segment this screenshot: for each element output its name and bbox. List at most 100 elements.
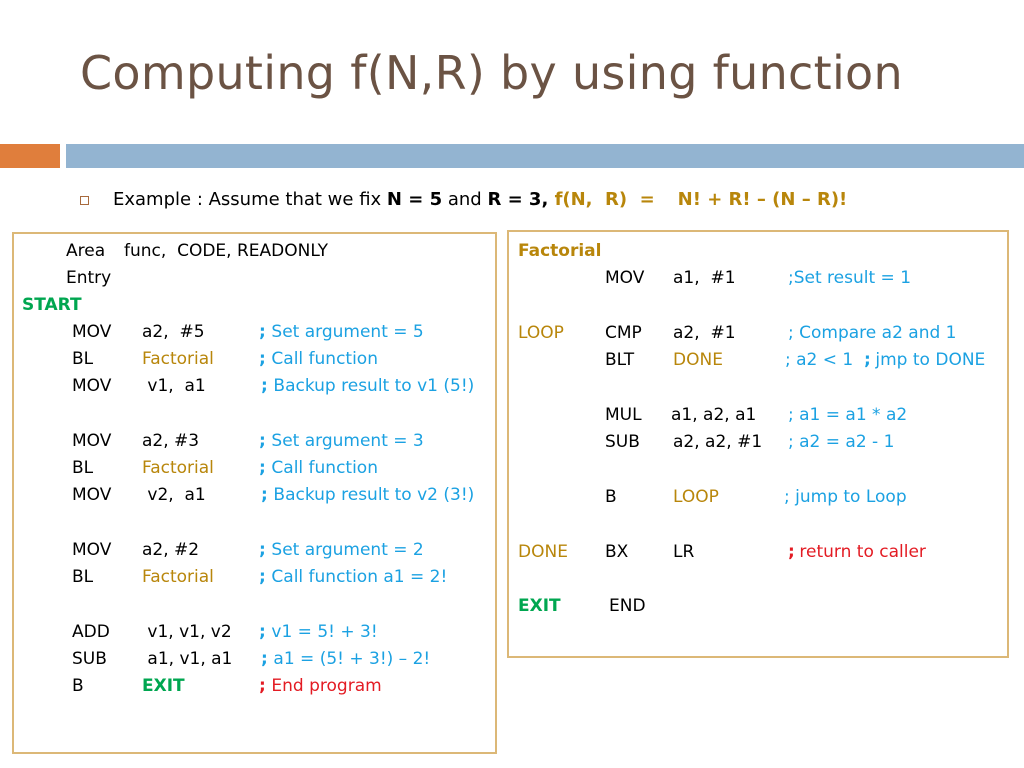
code-line: DONE BX LR ; return to caller bbox=[509, 542, 1007, 569]
opcode: BL bbox=[72, 567, 94, 587]
code-line: SUB a2, a2, #1 ; a2 = a2 - 1 bbox=[509, 432, 1007, 459]
comment: Set argument = 5 bbox=[266, 322, 424, 342]
opcode: MOV bbox=[72, 322, 112, 342]
comment-semicolon: ; bbox=[259, 567, 266, 587]
comment-semicolon: ; bbox=[259, 322, 266, 342]
bullet-example: Example : Assume that we fix N = 5 and R… bbox=[80, 189, 847, 210]
code-line: MOV a1, #1 ;Set result = 1 bbox=[509, 268, 1007, 295]
slide-title: Computing f(N,R) by using function bbox=[80, 46, 903, 100]
opcode: MOV bbox=[72, 485, 112, 505]
comment: ; a2 = a2 - 1 bbox=[788, 432, 895, 452]
area-keyword: Area bbox=[66, 241, 106, 261]
bullet-formula-lhs: f(N, R) = bbox=[554, 189, 655, 210]
opcode: MOV bbox=[72, 376, 112, 396]
comment: return to caller bbox=[794, 542, 926, 562]
bullet-gap bbox=[655, 189, 678, 210]
operands: v2, a1 bbox=[142, 485, 206, 505]
opcode: ADD bbox=[72, 622, 110, 642]
comment-semicolon: ; bbox=[864, 350, 871, 370]
start-label: START bbox=[22, 295, 82, 315]
opcode: MOV bbox=[605, 268, 645, 288]
comment: Set argument = 3 bbox=[266, 431, 424, 451]
comment-semicolon: ; bbox=[259, 676, 266, 696]
operands: a1, v1, a1 bbox=[142, 649, 233, 669]
operands: v1, v1, v2 bbox=[142, 622, 232, 642]
exit-label: EXIT bbox=[518, 596, 561, 616]
area-args: func, CODE, READONLY bbox=[124, 241, 328, 261]
comment: End program bbox=[266, 676, 382, 696]
comment-semicolon: ; bbox=[259, 458, 266, 478]
bullet-n-value: N = 5 bbox=[386, 189, 443, 210]
done-label: DONE bbox=[518, 542, 568, 562]
comment: ; Compare a2 and 1 bbox=[788, 323, 957, 343]
entry-keyword: Entry bbox=[66, 268, 112, 288]
operands: a1, a2, a1 bbox=[671, 405, 757, 425]
code-line: MOV a2, #2 ; Set argument = 2 bbox=[14, 540, 495, 567]
operands: a2, #1 bbox=[673, 323, 736, 343]
comment: Backup result to v1 (5!) bbox=[268, 376, 475, 396]
code-line: BL Factorial ; Call function bbox=[14, 349, 495, 376]
code-line-factorial-label: Factorial bbox=[509, 241, 1007, 268]
operands: EXIT bbox=[142, 676, 185, 696]
main-code-box: Area func, CODE, READONLY Entry START MO… bbox=[12, 232, 497, 754]
factorial-label: Factorial bbox=[518, 241, 602, 261]
bullet-r-value: R = 3 bbox=[487, 189, 542, 210]
comment-semicolon: ; bbox=[259, 431, 266, 451]
opcode: MOV bbox=[72, 431, 112, 451]
bullet-prefix: Example : Assume that we fix bbox=[113, 189, 387, 210]
comment: v1 = 5! + 3! bbox=[266, 622, 378, 642]
code-line-entry: Entry bbox=[14, 268, 495, 295]
bullet-comma: , bbox=[541, 189, 555, 210]
operands: DONE bbox=[673, 350, 723, 370]
code-line: MOV v2, a1 ; Backup result to v2 (3!) bbox=[14, 485, 495, 512]
opcode: SUB bbox=[72, 649, 107, 669]
code-line: B LOOP ; jump to Loop bbox=[509, 487, 1007, 514]
opcode: MUL bbox=[605, 405, 642, 425]
operands: Factorial bbox=[142, 349, 214, 369]
opcode: B bbox=[605, 487, 617, 507]
comment-semicolon: ; bbox=[261, 485, 268, 505]
opcode: SUB bbox=[605, 432, 640, 452]
operands: a1, #1 bbox=[673, 268, 736, 288]
code-line: MOV a2, #3 ; Set argument = 3 bbox=[14, 431, 495, 458]
factorial-code-box: Factorial MOV a1, #1 ;Set result = 1 LOO… bbox=[507, 230, 1009, 658]
code-line-area: Area func, CODE, READONLY bbox=[14, 241, 495, 268]
operands: a2, #2 bbox=[142, 540, 200, 560]
opcode: BLT bbox=[605, 350, 635, 370]
code-line: ADD v1, v1, v2 ; v1 = 5! + 3! bbox=[14, 622, 495, 649]
operands: LOOP bbox=[673, 487, 719, 507]
code-line: LOOP CMP a2, #1 ; Compare a2 and 1 bbox=[509, 323, 1007, 350]
accent-bar-blue bbox=[66, 144, 1024, 168]
code-line: MOV v1, a1 ; Backup result to v1 (5!) bbox=[14, 376, 495, 403]
operands: a2, a2, #1 bbox=[673, 432, 763, 452]
code-line: BLT DONE ; a2 < 1; jmp to DONE bbox=[509, 350, 1007, 377]
comment: ;Set result = 1 bbox=[788, 268, 912, 288]
code-line: BL Factorial ; Call function a1 = 2! bbox=[14, 567, 495, 594]
bullet-and: and bbox=[442, 189, 488, 210]
bullet-square-icon bbox=[80, 196, 89, 205]
code-line: BL Factorial ; Call function bbox=[14, 458, 495, 485]
comment-semicolon: ; bbox=[261, 376, 268, 396]
comment: Backup result to v2 (3!) bbox=[268, 485, 475, 505]
code-line: EXIT END bbox=[509, 596, 1007, 623]
operands: a2, #3 bbox=[142, 431, 200, 451]
code-line: SUB a1, v1, a1 ; a1 = (5! + 3!) – 2! bbox=[14, 649, 495, 676]
opcode: BL bbox=[72, 458, 94, 478]
code-line: MUL a1, a2, a1 ; a1 = a1 * a2 bbox=[509, 405, 1007, 432]
comment: Call function bbox=[266, 458, 378, 478]
operands: v1, a1 bbox=[142, 376, 206, 396]
opcode: BX bbox=[605, 542, 629, 562]
accent-bar-orange bbox=[0, 144, 60, 168]
comment: Call function bbox=[266, 349, 378, 369]
comment: ; jump to Loop bbox=[784, 487, 907, 507]
comment-semicolon: ; bbox=[261, 649, 268, 669]
opcode: B bbox=[72, 676, 84, 696]
bullet-formula-rhs: N! + R! – (N – R)! bbox=[677, 189, 848, 210]
comment: Call function a1 = 2! bbox=[266, 567, 448, 587]
opcode: MOV bbox=[72, 540, 112, 560]
operands: a2, #5 bbox=[142, 322, 205, 342]
comment-semicolon: ; bbox=[259, 349, 266, 369]
comment: ; a1 = a1 * a2 bbox=[788, 405, 908, 425]
end-keyword: END bbox=[609, 596, 646, 616]
comment: ; a2 < 1 bbox=[785, 350, 854, 370]
